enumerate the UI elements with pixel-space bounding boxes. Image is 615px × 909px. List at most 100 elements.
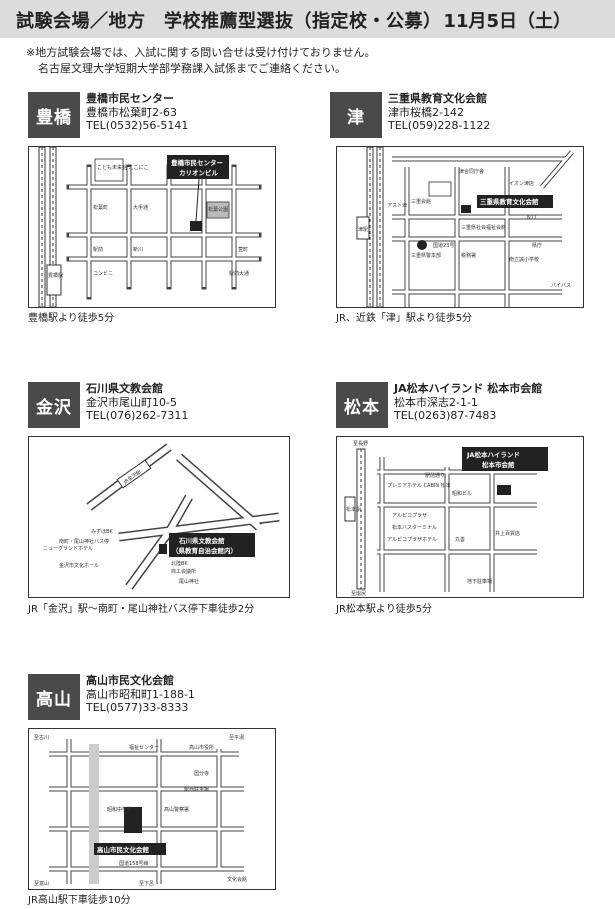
venue-matsumoto: 松本 JA松本ハイランド 松本市会館 松本市深志2-1-1 TEL(0263)8… — [336, 382, 615, 432]
venue-name: JA松本ハイランド 松本市会館 — [394, 382, 543, 395]
map-label: バイパス — [551, 283, 571, 289]
map-label: 国道23号 — [433, 242, 454, 249]
map-label: 駅前通り — [425, 472, 445, 479]
map-label: 井上百貨店 — [495, 530, 520, 537]
map-tsu: 三重県教育文化会館 津駅 津合同庁舎 イオン津店 NTT 三重県社会福祉会館 県… — [336, 146, 584, 308]
map-label: ニューグランドホテル — [43, 545, 93, 552]
venue-address: 金沢市尾山町10-5 — [86, 395, 177, 409]
venue-badge: 高山 — [28, 674, 80, 720]
map-label: 昭和ビル — [452, 490, 472, 497]
access-note: JR高山駅下車徒歩10分 — [28, 895, 131, 906]
map-label: イオン津店 — [509, 180, 534, 187]
venue-address: 豊橋市松葉町2-63 — [86, 105, 177, 119]
map-label: 南町・尾山神社バス停 — [59, 538, 109, 545]
access-note: 豊橋駅より徒歩5分 — [28, 313, 115, 324]
map-label: 松本バスターミナル — [392, 524, 437, 531]
map-label: プレミアホテル CABIN 松本 — [387, 482, 451, 489]
venue-toyohashi: 豊橋 豊橋市民センター 豊橋市松葉町2-63 TEL(0532)56-5141 — [28, 92, 308, 142]
map-callout-line2: 松本市会館 — [482, 460, 515, 469]
map-callout: 高山市民文化会館 — [97, 845, 150, 854]
map-kanazawa: JR金沢駅 石川県文教会館 （県教育自治会館内） みずほBK 南町・尾山神社バス… — [28, 436, 290, 598]
map-label: 丸善 — [455, 536, 465, 543]
map-takayama: 高山市民文化会館 福祉センター 高山市役所 国分寺 駅西駐車場 昭和中学校 高山… — [28, 728, 276, 890]
venue-name: 三重県教育文化会館 — [388, 92, 487, 105]
venue-tsu: 津 三重県教育文化会館 津市桜橋2-142 TEL(059)228-1122 — [330, 92, 610, 142]
map-label: 金沢市文化ホール — [59, 562, 99, 569]
map-label: アルピコプラザホテル — [387, 537, 437, 543]
map-label: 至富山 — [34, 880, 49, 887]
venue-badge: 金沢 — [28, 382, 80, 428]
map-label: 県庁 — [532, 242, 542, 249]
venue-address: 津市桜橋2-142 — [388, 105, 464, 119]
venue-tel: TEL(059)228-1122 — [388, 119, 491, 132]
venue-address: 松本市深志2-1-1 — [394, 395, 478, 409]
map-label: 福祉センター — [129, 744, 159, 751]
map-label: 北陸BK — [171, 560, 188, 567]
map-callout-line1: 豊橋市民センター — [171, 158, 223, 167]
venue-badge: 豊橋 — [28, 92, 80, 138]
map-label: 駅前 — [93, 246, 103, 253]
venue-tel: TEL(076)262-7311 — [86, 409, 189, 422]
map-label: NTT — [527, 215, 538, 221]
exam-date: 11月5日（土） — [443, 11, 571, 32]
map-callout-line2: （県教育自治会館内） — [172, 546, 237, 555]
venue-tel: TEL(0532)56-5141 — [86, 119, 189, 132]
map-label: 昭和中学校 — [107, 806, 132, 813]
venue-takayama: 高山 高山市民文化会館 高山市昭和町1-188-1 TEL(0577)33-83… — [28, 674, 308, 724]
map-label: 新川 — [133, 246, 143, 253]
map-label: 至古川 — [34, 734, 49, 741]
map-label: 至塩尻 — [351, 590, 366, 597]
map-label: 三重県警本部 — [411, 252, 441, 259]
map-matsumoto: JA松本ハイランド 松本市会館 至長野 至塩尻 松本駅 駅前通り プレミアホテル… — [336, 436, 584, 598]
venue-address: 高山市昭和町1-188-1 — [86, 687, 195, 701]
map-label: 至長野 — [353, 440, 368, 447]
venue-kanazawa: 金沢 石川県文教会館 金沢市尾山町10-5 TEL(076)262-7311 — [28, 382, 308, 432]
map-label: 尾山神社 — [179, 578, 199, 585]
map-label: 文化会館 — [227, 876, 247, 883]
map-label: 駅西駐車場 — [184, 786, 209, 793]
page-title: 試験会場／地方 学校推薦型選抜（指定校・公募） — [16, 11, 442, 32]
map-station: 豊橋駅 — [48, 272, 63, 279]
map-label: 地下駐車場 — [467, 578, 492, 585]
header-banner: 試験会場／地方 学校推薦型選抜（指定校・公募） 11月5日（土） — [0, 0, 615, 38]
venue-name: 豊橋市民センター — [86, 92, 174, 105]
venue-badge: 津 — [330, 92, 382, 138]
map-label: みずほBK — [91, 528, 113, 535]
venue-badge: 松本 — [336, 382, 388, 428]
map-toyohashi: 豊橋市民センター カリオンビル 豊橋駅 こども未来館 ここにこ 松葉公園 松葉町… — [28, 146, 276, 308]
map-label: 至平湯 — [229, 734, 244, 741]
access-note: JR松本駅より徒歩5分 — [336, 604, 433, 615]
map-label: 三重会館 — [411, 198, 431, 205]
map-label: 南立誠小学校 — [509, 256, 539, 263]
map-label: コンビニ — [93, 270, 113, 277]
map-label: 三重県社会福祉会館 — [461, 224, 506, 231]
map-callout: 三重県教育文化会館 — [480, 197, 539, 206]
map-label: 商工会議所 — [171, 568, 196, 575]
map-label: 税務署 — [461, 252, 476, 259]
map-label: アルピコプラザ — [392, 513, 427, 519]
map-station: 松本駅 — [346, 506, 361, 513]
map-label: 高山警察署 — [164, 806, 189, 813]
map-station: 津駅 — [358, 226, 368, 233]
map-label: 国道158号線 — [119, 860, 149, 867]
venue-tel: TEL(0577)33-8333 — [86, 701, 189, 714]
access-note: JR、近鉄「津」駅より徒歩5分 — [336, 313, 473, 324]
map-label: こども未来館 ここにこ — [97, 164, 149, 171]
map-callout-line2: カリオンビル — [179, 168, 219, 177]
venue-tel: TEL(0263)87-7483 — [394, 409, 497, 422]
map-label: 高山市役所 — [189, 744, 214, 751]
map-callout-line1: 石川県文教会館 — [178, 536, 225, 545]
note-line-2: 名古屋文理大学短期大学部学務課入試係までご連絡ください。 — [38, 62, 346, 75]
map-label: 至下呂 — [139, 881, 154, 887]
map-label: 津合同庁舎 — [459, 168, 484, 175]
map-label: 萱町 — [238, 246, 248, 253]
access-note: JR「金沢」駅〜南町・尾山神社バス停下車徒歩2分 — [28, 604, 255, 615]
map-callout-line1: JA松本ハイランド — [466, 450, 520, 459]
map-label: 松葉町 — [93, 204, 108, 211]
map-label: 大手通 — [133, 204, 148, 211]
map-label: アスト津 — [387, 202, 407, 209]
map-label: 駅前大通 — [229, 270, 249, 277]
map-label: 松葉公園 — [208, 206, 228, 213]
map-label: 国分寺 — [194, 770, 209, 777]
venue-name: 高山市民文化会館 — [86, 674, 174, 687]
